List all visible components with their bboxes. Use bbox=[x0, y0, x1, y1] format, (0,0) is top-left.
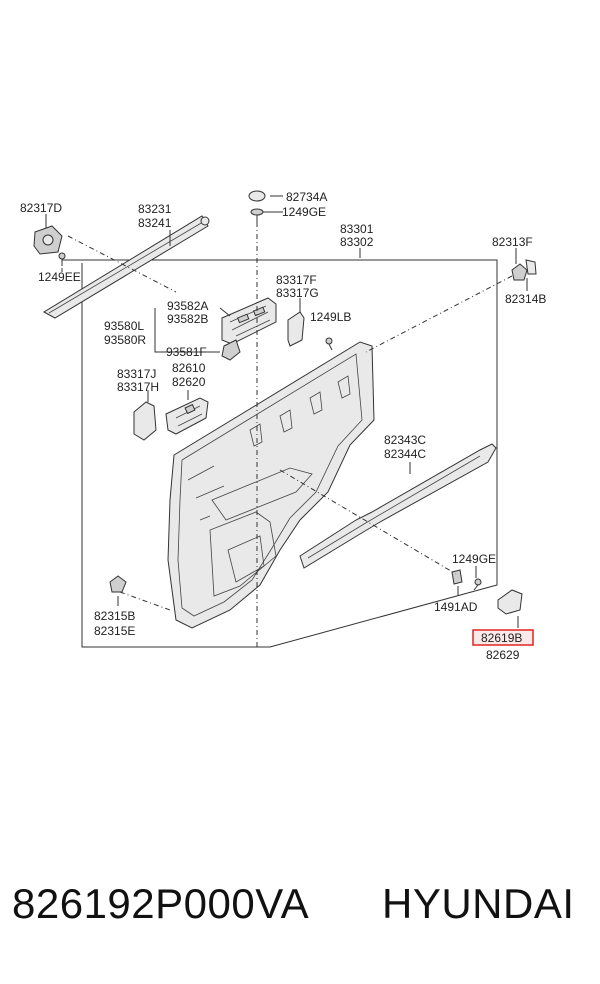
cover-83317f-part bbox=[287, 311, 305, 347]
label-1491ad: 1491AD bbox=[434, 600, 478, 614]
label-1249lb: 1249LB bbox=[310, 310, 351, 324]
footer-brand: HYUNDAI bbox=[382, 880, 575, 927]
part-labels: 82317D 1249EE 83231 83241 82734A 1249GE … bbox=[20, 190, 546, 662]
label-83241: 83241 bbox=[138, 216, 172, 230]
dashed-assembly-lines bbox=[67, 222, 513, 648]
label-83317g: 83317G bbox=[276, 286, 319, 300]
label-83231: 83231 bbox=[138, 202, 172, 216]
highlight-box bbox=[472, 629, 534, 646]
label-93582a: 93582A bbox=[167, 299, 208, 313]
screw-1249ee-part bbox=[58, 252, 66, 266]
label-1249ge-top: 1249GE bbox=[282, 205, 326, 219]
label-83317h: 83317H bbox=[117, 380, 159, 394]
label-83317f: 83317F bbox=[276, 273, 317, 287]
weatherstrip-part bbox=[42, 215, 210, 319]
cap-82314b-part bbox=[525, 259, 537, 275]
label-82314b: 82314B bbox=[505, 292, 546, 306]
label-1249ge-bottom: 1249GE bbox=[452, 552, 496, 566]
garnish-82343c-part bbox=[299, 443, 497, 569]
label-82313f: 82313F bbox=[492, 235, 533, 249]
clip-1491ad-part bbox=[451, 569, 463, 585]
label-82317d: 82317D bbox=[20, 201, 62, 215]
footer: 826192P000VA HYUNDAI bbox=[0, 880, 600, 950]
clip-82313f-part bbox=[511, 263, 528, 281]
cap-82734a-part bbox=[248, 190, 266, 202]
door-trim-panel-part bbox=[167, 341, 375, 629]
clip-82315b-part bbox=[109, 575, 127, 593]
label-82315e: 82315E bbox=[94, 624, 135, 638]
switch-connector-93581f-part bbox=[221, 339, 241, 361]
label-82629: 82629 bbox=[486, 648, 520, 662]
label-93580r: 93580R bbox=[104, 333, 146, 347]
label-93582b: 93582B bbox=[167, 312, 208, 326]
label-82734a: 82734A bbox=[286, 190, 327, 204]
inside-handle-part bbox=[165, 397, 209, 435]
screw-1249ge-bottom-part bbox=[473, 578, 482, 591]
label-82343c: 82343C bbox=[384, 433, 426, 447]
label-82620: 82620 bbox=[172, 375, 206, 389]
leader-lines bbox=[45, 195, 528, 628]
footer-part-number: 826192P000VA bbox=[12, 880, 310, 927]
label-82344c: 82344C bbox=[384, 447, 426, 461]
label-83301: 83301 bbox=[340, 222, 374, 236]
label-83317j: 83317J bbox=[117, 367, 156, 381]
label-93580l: 93580L bbox=[104, 319, 144, 333]
screw-1249ge-top-part bbox=[250, 208, 264, 222]
cover-83317j-part bbox=[133, 401, 157, 441]
label-1249ee: 1249EE bbox=[38, 270, 81, 284]
clip-82317d-part bbox=[33, 225, 63, 255]
cover-82619b-part bbox=[497, 589, 523, 615]
label-82610: 82610 bbox=[172, 361, 206, 375]
window-switch-part bbox=[221, 297, 277, 345]
assembly-frame bbox=[62, 259, 498, 648]
screw-1249lb-part bbox=[325, 337, 333, 351]
label-83302: 83302 bbox=[340, 235, 374, 249]
label-93581f: 93581F bbox=[166, 345, 207, 359]
label-82315b: 82315B bbox=[94, 609, 135, 623]
label-82619b: 82619B bbox=[481, 631, 522, 645]
